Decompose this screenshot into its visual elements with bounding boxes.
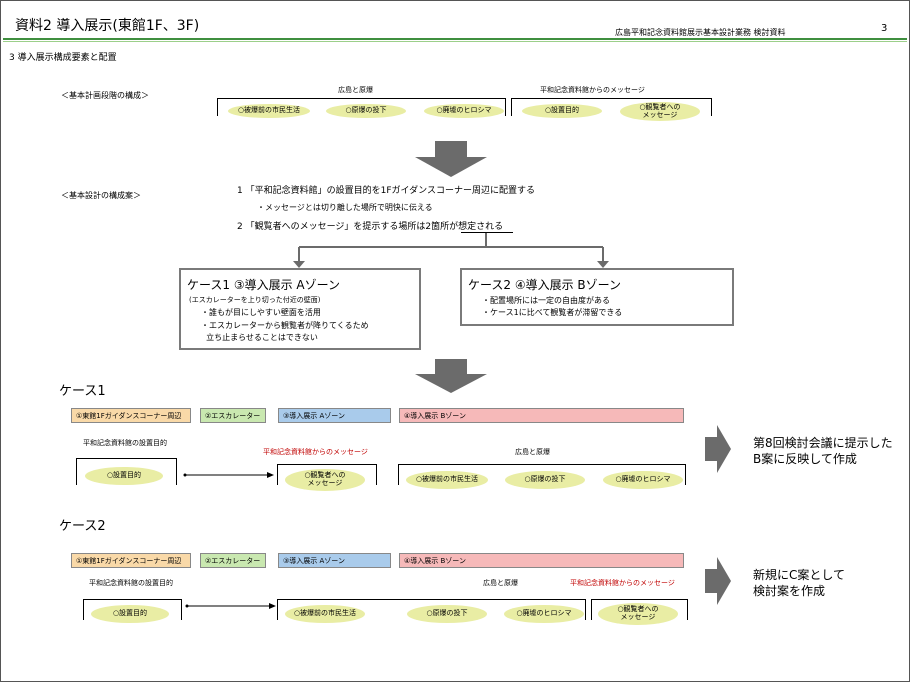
case1-message-title: 平和記念資料館からのメッセージ [263, 448, 368, 456]
case1-purpose-bracket [76, 458, 177, 485]
basic-design-point1: 1 「平和記念資料館」の設置目的を1Fガイダンスコーナー周辺に配置する [237, 186, 535, 196]
case1-purpose-item: ○設置目的 [85, 467, 163, 485]
basic-plan-group1-title: 広島と原爆 [338, 86, 373, 94]
basic-plan-item: ○設置目的 [522, 104, 602, 118]
case2-box: ケース2 ④導入展示 Bゾーン ・配置場所には一定の自由度がある ・ケース1に比… [460, 268, 734, 326]
case1-line: ・エスカレーターから観覧者が降りてくるため [201, 321, 369, 330]
zone-a: ③導入展示 Aゾーン [278, 553, 391, 568]
basic-plan-group2-bracket [511, 98, 712, 116]
case1-hiroshima-title: 広島と原爆 [515, 448, 550, 456]
zone-guidance: ①東館1Fガイダンスコーナー周辺 [71, 408, 191, 423]
header-subtitle: 広島平和記念資料館展示基本設計業務 検討資料 [615, 28, 786, 37]
case1-purpose-title: 平和記念資料館の設置目的 [83, 439, 167, 447]
basic-plan-item: ○廃墟のヒロシマ [424, 104, 504, 118]
zone-escalator: ②エスカレーター [200, 553, 266, 568]
case1-hiroshima-item: ○廃墟のヒロシマ [603, 471, 683, 489]
underline [461, 232, 513, 233]
header-rule-light [3, 41, 907, 42]
zone-a: ③導入展示 Aゾーン [278, 408, 391, 423]
case1-box: ケース1 ③導入展示 Aゾーン (エスカレーターを上り切った付近の壁面) ・誰も… [179, 268, 421, 350]
zone-escalator: ②エスカレーター [200, 408, 266, 423]
connector-arrow [185, 603, 276, 609]
case2-purpose-item: ○設置目的 [91, 605, 169, 623]
basic-design-point1-sub: ・メッセージとは切り離した場所で明快に伝える [257, 203, 433, 212]
basic-plan-group1-bracket [217, 98, 506, 116]
down-arrow-icon [415, 359, 487, 393]
case2-title: ケース2 ④導入展示 Bゾーン [468, 278, 622, 292]
case1-hiroshima-item: ○被爆前の市民生活 [406, 471, 488, 489]
case2-hiroshima-bracket [277, 599, 586, 620]
case1-heading: ケース1 [59, 384, 106, 399]
case1-message-bracket [277, 464, 377, 485]
section-heading: 3 導入展示構成要素と配置 [9, 53, 117, 63]
case1-note: 第8回検討会議に提示した B案に反映して作成 [753, 436, 893, 466]
case2-message-title: 平和記念資料館からのメッセージ [570, 579, 675, 587]
page-title: 資料2 導入展示(東館1F、3F) [15, 18, 200, 34]
basic-plan-item: ○被爆前の市民生活 [228, 104, 310, 118]
basic-design-label: ＜基本設計の構成案＞ [61, 191, 141, 200]
case1-line: (エスカレーターを上り切った付近の壁面) [189, 296, 321, 304]
case1-hiroshima-item: ○原爆の投下 [505, 471, 585, 489]
zone-b: ④導入展示 Bゾーン [399, 553, 684, 568]
basic-plan-item: ○観覧者への メッセージ [620, 102, 700, 121]
case1-line: ・誰もが目にしやすい壁面を活用 [201, 308, 321, 317]
split-connector [293, 233, 609, 268]
case2-line: ・配置場所には一定の自由度がある [482, 296, 610, 305]
case1-hiroshima-bracket [398, 464, 686, 485]
case2-purpose-bracket [83, 599, 182, 620]
header-rule [3, 38, 907, 40]
case2-purpose-title: 平和記念資料館の設置目的 [89, 579, 173, 587]
case1-line: 立ち止まらせることはできない [201, 333, 318, 342]
case2-message-bracket [591, 599, 688, 620]
right-arrow-icon [705, 557, 731, 605]
case2-hiroshima-title: 広島と原爆 [483, 579, 518, 587]
case2-line: ・ケース1に比べて観覧者が滞留できる [482, 308, 623, 317]
basic-plan-group2-title: 平和記念資料館からのメッセージ [540, 86, 645, 94]
case2-message-item: ○観覧者への メッセージ [598, 603, 678, 625]
basic-plan-item: ○原爆の投下 [326, 104, 406, 118]
zone-guidance: ①東館1Fガイダンスコーナー周辺 [71, 553, 191, 568]
page-number: 3 [881, 23, 888, 34]
connector-arrow [183, 472, 274, 478]
case2-hiroshima-item: ○原爆の投下 [407, 605, 487, 623]
right-arrow-icon [705, 425, 731, 473]
basic-design-point2: 2 「観覧者へのメッセージ」を提示する場所は2箇所が想定される [237, 222, 504, 232]
down-arrow-icon [415, 141, 487, 177]
basic-plan-label: ＜基本計画段階の構成＞ [61, 91, 149, 100]
case2-hiroshima-item: ○被爆前の市民生活 [285, 605, 365, 623]
case2-note: 新規にC案として 検討案を作成 [753, 568, 846, 598]
case1-title: ケース1 ③導入展示 Aゾーン [187, 278, 341, 292]
case2-heading: ケース2 [59, 519, 106, 534]
case1-message-item: ○観覧者への メッセージ [285, 469, 365, 491]
case2-hiroshima-item: ○廃墟のヒロシマ [504, 605, 584, 623]
zone-b: ④導入展示 Bゾーン [399, 408, 684, 423]
